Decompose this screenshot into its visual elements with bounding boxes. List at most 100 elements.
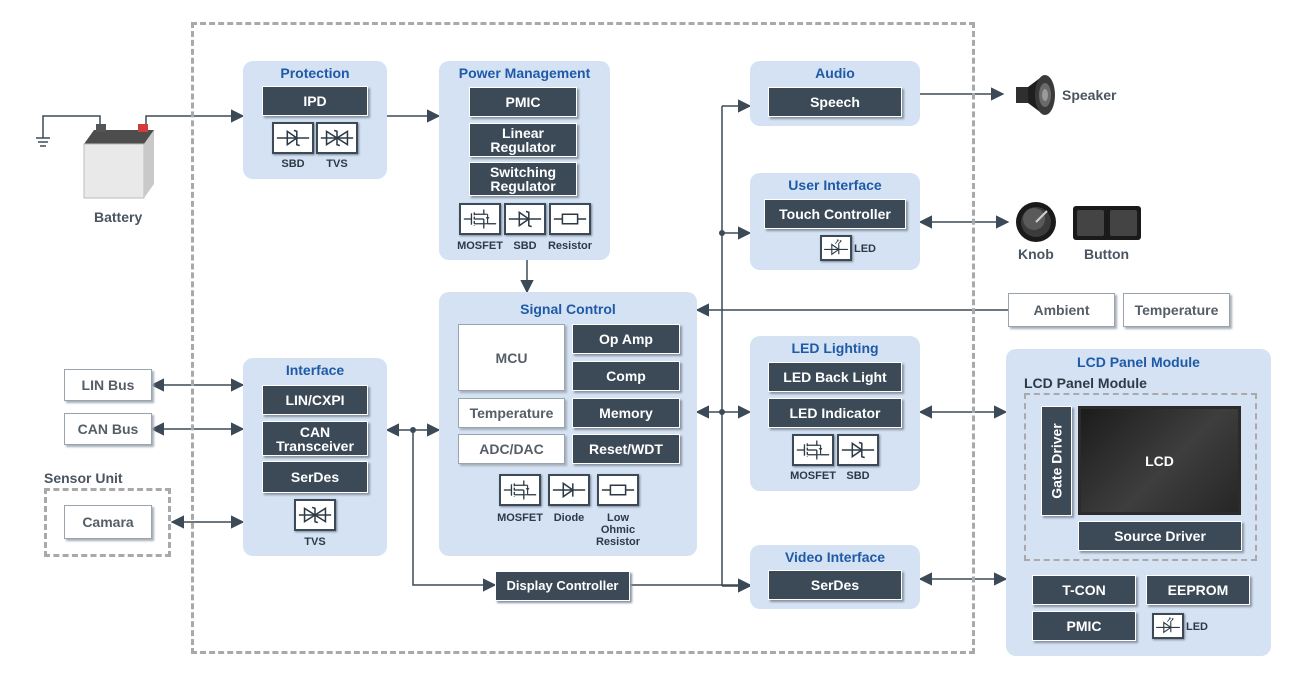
user-interface-title: User Interface <box>788 177 882 193</box>
gate-driver-label: Gate Driver <box>1048 423 1065 499</box>
sbd-icon <box>837 434 879 466</box>
mosfet-label: MOSFET <box>497 512 543 524</box>
sbd-label: SBD <box>513 240 537 252</box>
speech-block[interactable]: Speech <box>768 87 902 117</box>
lin-cxpi-block[interactable]: LIN/CXPI <box>262 385 368 415</box>
camara-box[interactable]: Camara <box>64 505 152 539</box>
can-bus-box[interactable]: CAN Bus <box>64 413 152 445</box>
lcd-led-label: LED <box>1186 621 1208 633</box>
led-lighting-panel: LED Lighting LED Back Light LED Indicato… <box>750 336 920 491</box>
signal-control-panel: Signal Control MCU Op Amp Comp Temperatu… <box>439 292 697 556</box>
low-ohmic-resistor-label: Low Ohmic Resistor <box>591 512 645 548</box>
battery-icon <box>83 124 154 199</box>
led-icon <box>820 235 852 261</box>
serdes-block[interactable]: SerDes <box>262 461 368 493</box>
low-ohmic-resistor-icon <box>597 474 639 506</box>
sbd-label: SBD <box>846 470 870 482</box>
ground-wire <box>42 115 101 138</box>
mcu-block[interactable]: MCU <box>458 324 565 391</box>
comp-block[interactable]: Comp <box>572 361 680 391</box>
adc-dac-block[interactable]: ADC/DAC <box>458 434 565 464</box>
mosfet-icon <box>792 434 834 466</box>
lcd-label: LCD <box>1145 452 1174 469</box>
mosfet-icon <box>499 474 541 506</box>
led-back-light-block[interactable]: LED Back Light <box>768 362 902 392</box>
lcd-panel-module-panel: LCD Panel Module LCD Panel Module Gate D… <box>1006 349 1271 656</box>
system-boundary <box>191 22 975 654</box>
source-driver-block[interactable]: Source Driver <box>1078 521 1242 551</box>
button-label: Button <box>1084 246 1130 262</box>
op-amp-block[interactable]: Op Amp <box>572 324 680 354</box>
lcd-pmic-block[interactable]: PMIC <box>1032 611 1136 641</box>
mosfet-label: MOSFET <box>457 240 503 252</box>
resistor-label: Resistor <box>547 240 593 252</box>
linear-regulator-block[interactable]: Linear Regulator <box>469 123 577 157</box>
low-ohmic-line2: Ohmic <box>600 524 636 536</box>
reset-wdt-block[interactable]: Reset/WDT <box>572 434 680 464</box>
led-indicator-block[interactable]: LED Indicator <box>768 398 902 428</box>
ambient-sensor-box[interactable]: Ambient <box>1008 293 1115 327</box>
temperature-sensor-block[interactable]: Temperature <box>458 398 565 428</box>
tvs-label: TVS <box>304 536 326 548</box>
video-serdes-block[interactable]: SerDes <box>768 570 902 600</box>
diode-icon <box>548 474 590 506</box>
gate-driver-block[interactable]: Gate Driver <box>1041 406 1072 516</box>
led-icon <box>1152 613 1184 639</box>
power-management-panel: Power Management PMIC Linear Regulator S… <box>439 61 610 260</box>
sensor-unit-label: Sensor Unit <box>44 470 123 486</box>
lcd-panel-module-title: LCD Panel Module <box>1077 354 1200 370</box>
button-icon[interactable] <box>1073 206 1141 240</box>
linear-regulator-line2: Regulator <box>490 139 556 155</box>
touch-controller-block[interactable]: Touch Controller <box>764 199 906 229</box>
mosfet-label: MOSFET <box>790 470 836 482</box>
battery-label: Battery <box>94 209 143 225</box>
resistor-icon <box>549 203 591 235</box>
tcon-block[interactable]: T-CON <box>1032 575 1136 605</box>
speaker-label: Speaker <box>1062 87 1117 103</box>
led-label: LED <box>854 243 876 255</box>
can-transceiver-block[interactable]: CAN Transceiver <box>262 421 368 456</box>
sbd-label: SBD <box>281 158 305 170</box>
switching-regulator-line2: Regulator <box>490 178 556 194</box>
sbd-icon <box>504 203 546 235</box>
interface-panel: Interface LIN/CXPI CAN Transceiver SerDe… <box>243 358 387 556</box>
speaker-icon <box>1016 75 1055 115</box>
led-lighting-title: LED Lighting <box>791 340 879 356</box>
knob-label: Knob <box>1018 246 1054 262</box>
eeprom-block[interactable]: EEPROM <box>1146 575 1250 605</box>
can-transceiver-line2: Transceiver <box>276 437 354 454</box>
pmic-block[interactable]: PMIC <box>469 87 577 117</box>
protection-title: Protection <box>280 65 350 81</box>
sbd-icon <box>272 122 314 154</box>
switching-regulator-block[interactable]: Switching Regulator <box>469 162 577 196</box>
knob-icon[interactable] <box>1014 200 1058 244</box>
ipd-block[interactable]: IPD <box>262 86 368 116</box>
low-ohmic-line3: Resistor <box>595 536 641 548</box>
temperature-sensor-box[interactable]: Temperature <box>1123 293 1230 327</box>
power-management-title: Power Management <box>458 65 591 81</box>
display-controller-block[interactable]: Display Controller <box>495 571 630 601</box>
low-ohmic-line1: Low <box>607 512 629 524</box>
lcd-panel-module-inner-title: LCD Panel Module <box>1024 375 1147 391</box>
protection-panel: Protection IPD SBD TVS <box>243 61 387 179</box>
sensor-unit-boundary <box>44 488 171 557</box>
signal-control-title: Signal Control <box>520 301 616 317</box>
audio-panel: Audio Speech <box>750 61 920 126</box>
memory-block[interactable]: Memory <box>572 398 680 428</box>
video-interface-title: Video Interface <box>784 549 886 565</box>
lcd-screen: LCD <box>1078 406 1241 515</box>
lcd-panel-inner-boundary <box>1024 393 1257 561</box>
interface-title: Interface <box>285 362 345 378</box>
switching-regulator-line1: Switching <box>489 164 557 180</box>
can-transceiver-line1: CAN <box>299 423 331 440</box>
audio-title: Audio <box>815 65 855 81</box>
linear-regulator-line1: Linear <box>501 125 544 141</box>
lin-bus-box[interactable]: LIN Bus <box>64 369 152 401</box>
tvs-icon <box>316 122 358 154</box>
user-interface-panel: User Interface Touch Controller LED <box>750 173 920 270</box>
mosfet-icon <box>459 203 501 235</box>
diode-label: Diode <box>553 512 585 524</box>
tvs-label: TVS <box>326 158 348 170</box>
tvs-icon <box>294 499 336 531</box>
